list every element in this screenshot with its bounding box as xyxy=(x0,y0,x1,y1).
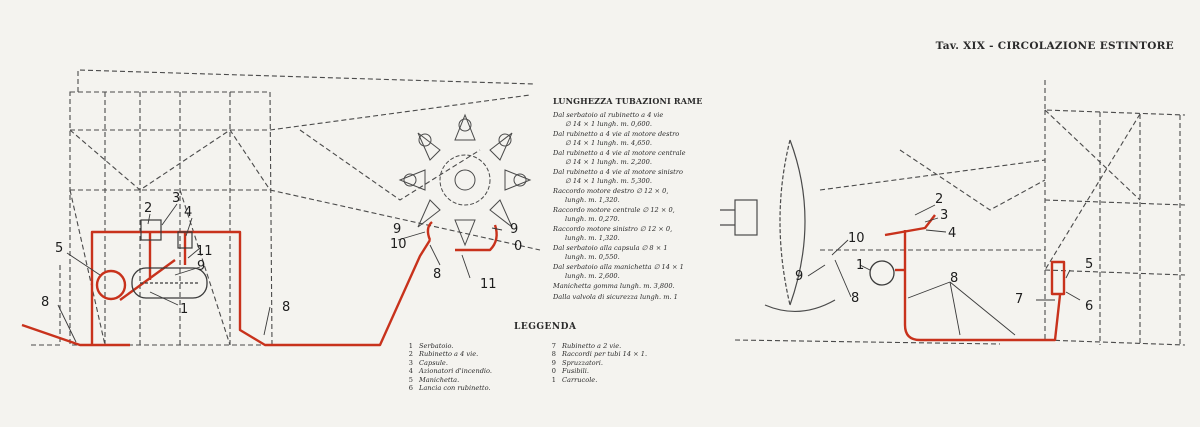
four-way-valve xyxy=(140,219,193,249)
pipe-length-row: Dal rubinetto a 4 vie al motore destro∅ … xyxy=(553,130,680,147)
pipe-length-row: Raccordo motore centrale ∅ 12 × 0,lungh.… xyxy=(553,206,675,223)
callout-11: 11 xyxy=(480,277,497,292)
callout-11: 11 xyxy=(196,244,213,259)
callout-8: 8 xyxy=(433,267,441,282)
radial-engine xyxy=(398,113,532,247)
callout-3: 3 xyxy=(940,208,948,223)
left-airframe-structure xyxy=(30,69,541,346)
pipe-lengths-table: LUNGHEZZA TUBAZIONI RAME Dal serbatoio a… xyxy=(553,97,713,304)
callout-4: 4 xyxy=(184,205,192,220)
callout-9: 9 xyxy=(393,222,401,237)
callout-6: 6 xyxy=(1085,299,1093,314)
plate-title: Tav. XIX - CIRCOLAZIONE ESTINTORE xyxy=(935,40,1174,52)
callout-8: 8 xyxy=(950,271,958,286)
callout-5: 5 xyxy=(1085,257,1093,272)
callout-8: 8 xyxy=(282,300,290,315)
callout-4: 4 xyxy=(948,226,956,241)
callout-8: 8 xyxy=(41,295,49,310)
callout-1: 1 xyxy=(856,258,864,273)
callout-10: 10 xyxy=(390,237,407,252)
pipe-length-row: Dal rubinetto a 4 vie al motore sinistro… xyxy=(553,168,683,185)
right-leader-lines xyxy=(807,204,1081,336)
pipe-length-row: Dalla valvola di sicurezza lungh. m. 1 xyxy=(553,293,678,301)
extinguisher-tank xyxy=(131,267,208,299)
callout-7: 7 xyxy=(1015,292,1023,307)
callout-5: 5 xyxy=(55,241,63,256)
pipe-length-row: Raccordo motore destro ∅ 12 × 0,lungh. m… xyxy=(553,187,669,204)
right-pipe-network xyxy=(884,214,1066,342)
left-callout-numbers: 2 3 4 5 11 9 1 8 8 9 10 9 0 8 11 xyxy=(41,191,522,317)
callout-9: 9 xyxy=(197,259,205,274)
callout-9: 9 xyxy=(795,269,803,284)
callout-8: 8 xyxy=(851,291,859,306)
callout-2: 2 xyxy=(144,201,152,216)
pipe-length-row: Dal serbatoio al rubinetto a 4 vie∅ 14 ×… xyxy=(553,111,664,128)
callout-2: 2 xyxy=(935,192,943,207)
legend-title: LEGGENDA xyxy=(514,322,577,332)
pipe-length-row: Manichetta gomma lungh. m. 3,800. xyxy=(553,282,675,291)
callout-0: 0 xyxy=(514,239,522,254)
left-leader-lines xyxy=(57,203,503,343)
right-callout-numbers: 2 3 4 10 1 9 8 8 5 7 6 xyxy=(795,192,1093,314)
right-airframe-structure xyxy=(734,80,1186,346)
propeller-hub xyxy=(720,139,836,313)
left-pipe-network xyxy=(21,221,498,347)
pipe-length-row: Dal rubinetto a 4 vie al motore centrale… xyxy=(553,149,686,166)
pipe-lengths-heading: LUNGHEZZA TUBAZIONI RAME xyxy=(553,96,703,106)
right-tank xyxy=(869,260,895,286)
pipe-length-row: Raccordo motore sinistro ∅ 12 × 0,lungh.… xyxy=(553,225,673,242)
callout-1: 1 xyxy=(180,302,188,317)
callout-9: 9 xyxy=(510,222,518,237)
callout-10: 10 xyxy=(848,231,865,246)
callout-3: 3 xyxy=(172,191,180,206)
